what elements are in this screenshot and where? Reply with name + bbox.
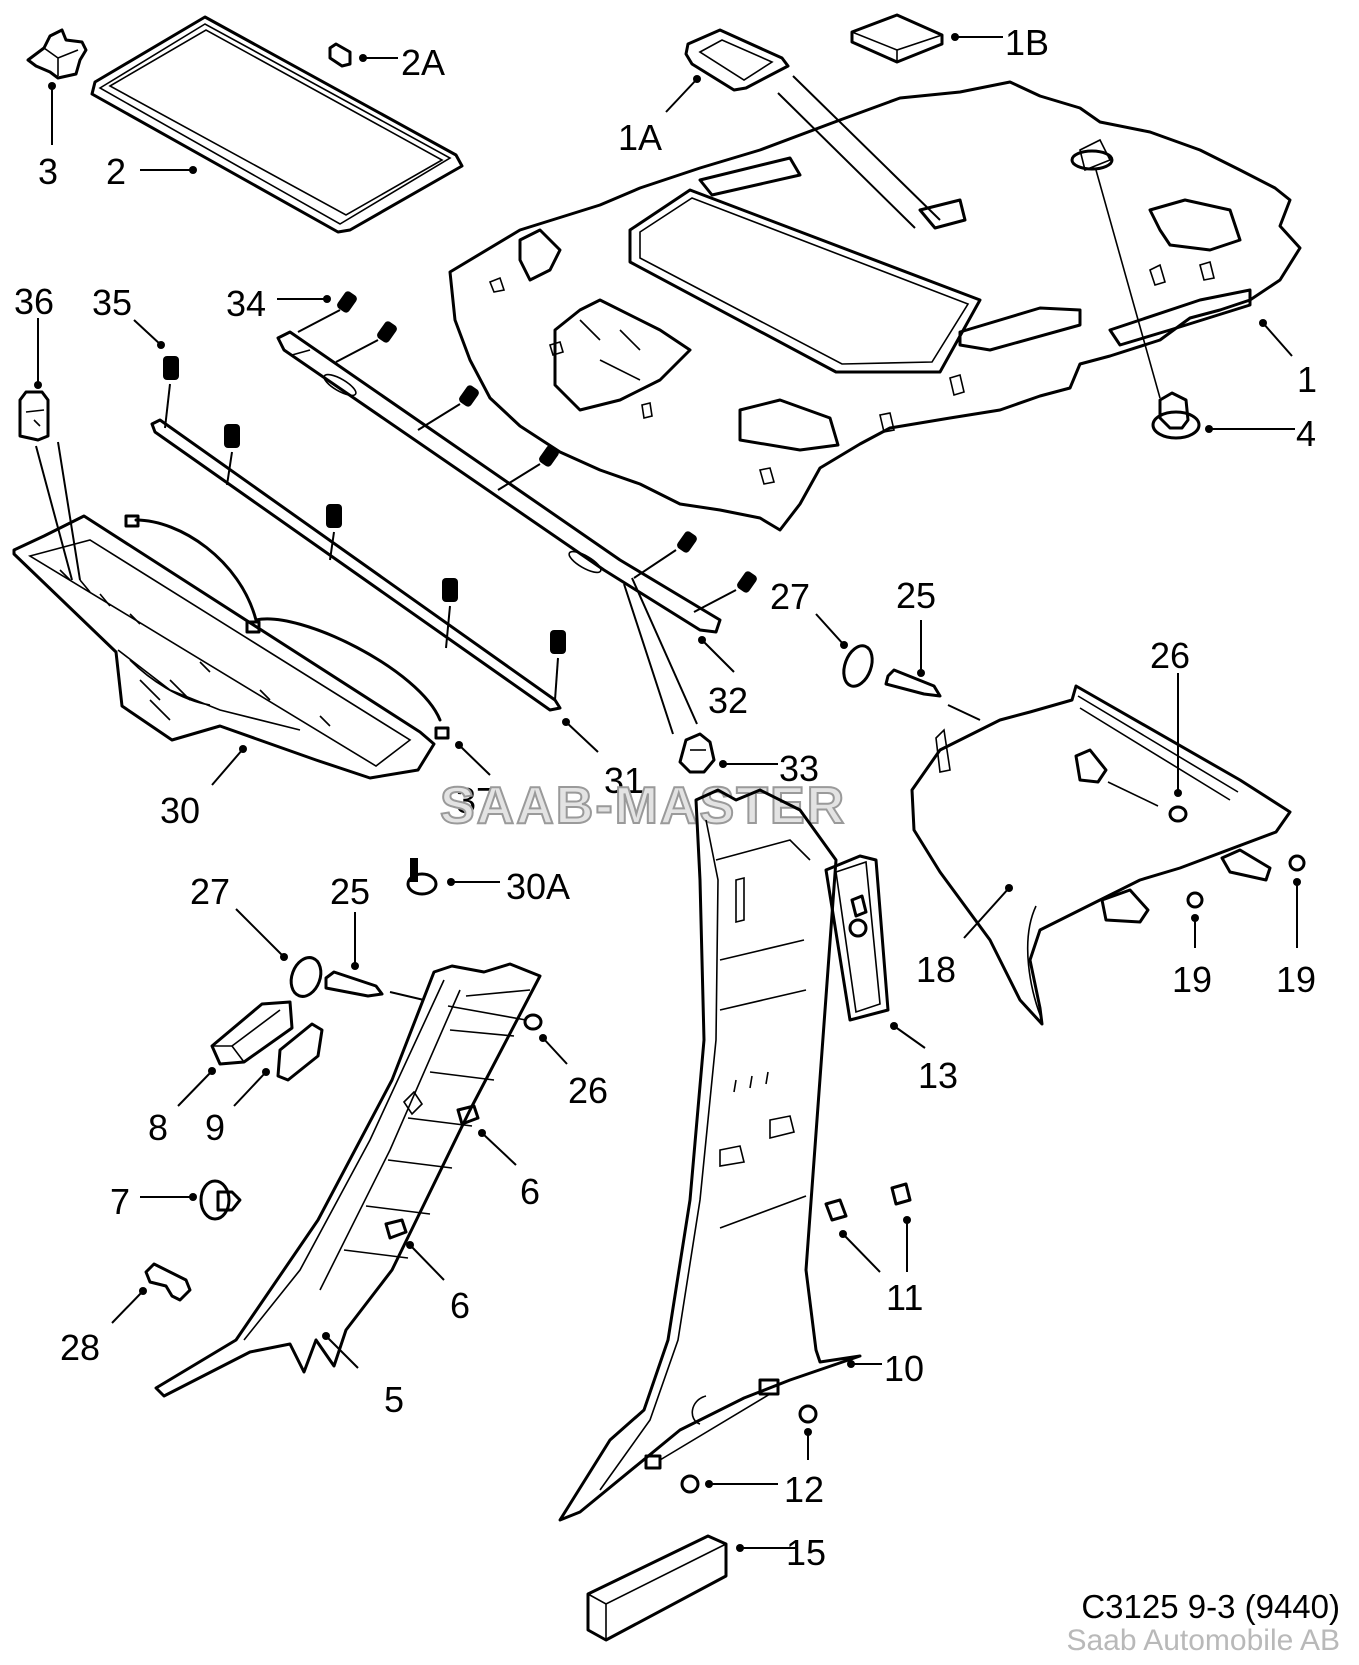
part-1B-pad: 1B — [850, 13, 1049, 64]
part-30A-fastener: 30A — [406, 858, 570, 907]
label-32: 32 — [708, 680, 748, 721]
label-2A: 2A — [401, 42, 445, 83]
label-26-upper: 26 — [1150, 635, 1190, 676]
part-1A-frame-clip: 1A — [618, 28, 941, 229]
label-1: 1 — [1297, 359, 1317, 400]
label-3: 3 — [38, 151, 58, 192]
part-5-a-pillar-trim: 5 — [154, 962, 542, 1420]
screw-icon — [163, 356, 566, 654]
label-34: 34 — [226, 283, 266, 324]
part-34-screws: 34 — [226, 283, 757, 613]
label-30: 30 — [160, 790, 200, 831]
part-32-trim-strip: 32 — [276, 330, 748, 721]
label-18: 18 — [916, 949, 956, 990]
label-6-upper: 6 — [520, 1171, 540, 1212]
part-36-clip: 36 — [14, 281, 81, 581]
label-6-lower: 6 — [450, 1285, 470, 1326]
part-27-washer-plate-upper: 27 — [770, 576, 874, 688]
label-2: 2 — [106, 151, 126, 192]
label-12: 12 — [784, 1469, 824, 1510]
label-19-right: 19 — [1276, 959, 1316, 1000]
part-6-clips: 6 6 — [384, 1104, 540, 1326]
watermark: SAAB-MASTER — [440, 777, 846, 835]
label-35: 35 — [92, 282, 132, 323]
part-12-nuts: 12 — [644, 1378, 824, 1510]
label-25-lower: 25 — [330, 871, 370, 912]
label-37: 37 — [456, 780, 496, 821]
label-31: 31 — [604, 760, 644, 801]
part-27-washer-plate-lower: 27 — [190, 871, 323, 998]
label-25-upper: 25 — [896, 575, 936, 616]
part-13-seatbelt-guide: 13 — [824, 854, 958, 1096]
part-18-c-pillar-trim: 18 — [910, 684, 1292, 1026]
part-3-clip: 3 — [26, 28, 88, 192]
part-31-trim-strip: 31 35 — [92, 282, 644, 801]
label-1A: 1A — [618, 117, 662, 158]
screw-icon — [337, 291, 757, 593]
label-28: 28 — [60, 1327, 100, 1368]
label-10: 10 — [884, 1348, 924, 1389]
label-19-left: 19 — [1172, 959, 1212, 1000]
part-26-plug-upper: 26 — [1107, 635, 1190, 823]
label-11: 11 — [886, 1277, 923, 1318]
drawing-reference-code: C3125 9-3 (9440) — [1081, 1588, 1340, 1625]
label-13: 13 — [918, 1055, 958, 1096]
label-33: 33 — [779, 748, 819, 789]
part-19-nuts: 19 19 — [1172, 854, 1316, 1000]
part-4-clip-seal: 4 — [1151, 391, 1316, 454]
part-10-b-pillar: 10 — [558, 788, 924, 1522]
label-27-upper: 27 — [770, 576, 810, 617]
part-28-pin: 28 — [60, 1262, 192, 1368]
part-8-lamp-unit: 8 — [148, 1000, 294, 1148]
label-5: 5 — [384, 1379, 404, 1420]
label-26-lower: 26 — [568, 1070, 608, 1111]
label-9: 9 — [205, 1107, 225, 1148]
label-27-lower: 27 — [190, 871, 230, 912]
part-26-plug-lower: 26 — [447, 1005, 608, 1111]
part-30-trim-panel: 30 — [12, 514, 436, 831]
part-33-rivet: 33 — [623, 577, 819, 789]
part-37-cable: 37 — [124, 514, 496, 821]
part-2-sunroof-seal: 2 — [90, 15, 464, 234]
label-7: 7 — [110, 1181, 130, 1222]
label-15: 15 — [786, 1532, 826, 1573]
part-7-fastener: 7 — [110, 1179, 242, 1222]
part-25-screw-upper: 25 — [884, 575, 981, 721]
part-9-lamp-lens: 9 — [205, 1022, 324, 1148]
part-25-screw-lower: 25 — [324, 871, 425, 1001]
label-8: 8 — [148, 1107, 168, 1148]
label-36: 36 — [14, 281, 54, 322]
part-2A-seal-joint: 2A — [328, 42, 445, 83]
part-11-clips: 11 — [824, 1182, 923, 1318]
part-1-headliner: 1 — [448, 80, 1317, 532]
label-30A: 30A — [506, 866, 570, 907]
label-4: 4 — [1296, 413, 1316, 454]
label-1B: 1B — [1005, 22, 1049, 63]
part-15-pad: 15 — [586, 1532, 826, 1642]
copyright-notice: Saab Automobile AB — [1066, 1624, 1340, 1657]
